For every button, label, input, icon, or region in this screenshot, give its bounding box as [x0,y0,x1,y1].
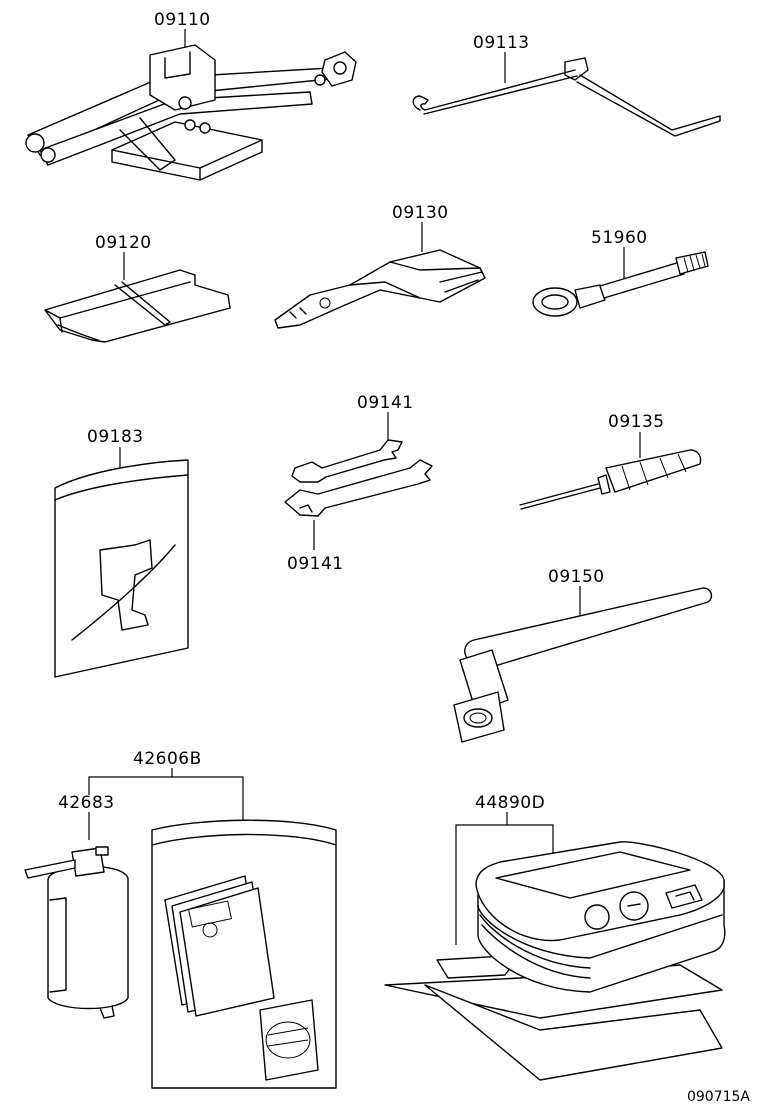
label-sealant-bottle: 42683 [58,793,115,813]
label-wrench-upper: 09141 [357,393,414,413]
label-jack-handle: 09113 [473,33,530,53]
label-tool-bag: 09120 [95,233,152,253]
scissor-jack-part: 09110 [25,10,357,181]
plastic-bag-part: 09183 [54,427,189,678]
towing-eye-part: 51960 [532,228,709,317]
lug-wrench-part: 09150 [453,567,713,743]
label-screwdriver: 09135 [608,412,665,432]
jack-handle-part: 09113 [412,33,721,137]
compressor-kit-part: 44890D [384,793,726,1081]
screwdriver-part: 09135 [519,412,702,510]
sealant-bottle-part: 42683 [24,793,129,1019]
label-lug-wrench: 09150 [548,567,605,587]
label-towing-eye: 51960 [591,228,648,248]
label-compressor-kit: 44890D [475,793,545,813]
diagram-code: 090715A [687,1089,750,1105]
repair-kit-bag-part [151,819,337,1089]
label-repair-kit: 42606B [133,749,202,769]
wrenches-part: 09141 09141 [284,393,433,574]
pliers-part: 09130 [274,203,486,329]
label-bag: 09183 [87,427,144,447]
tool-bag-part: 09120 [44,233,231,343]
label-pliers: 09130 [392,203,449,223]
label-jack: 09110 [154,10,211,30]
label-wrench-lower: 09141 [287,554,344,574]
repair-kit-group: 42606B [88,749,244,822]
